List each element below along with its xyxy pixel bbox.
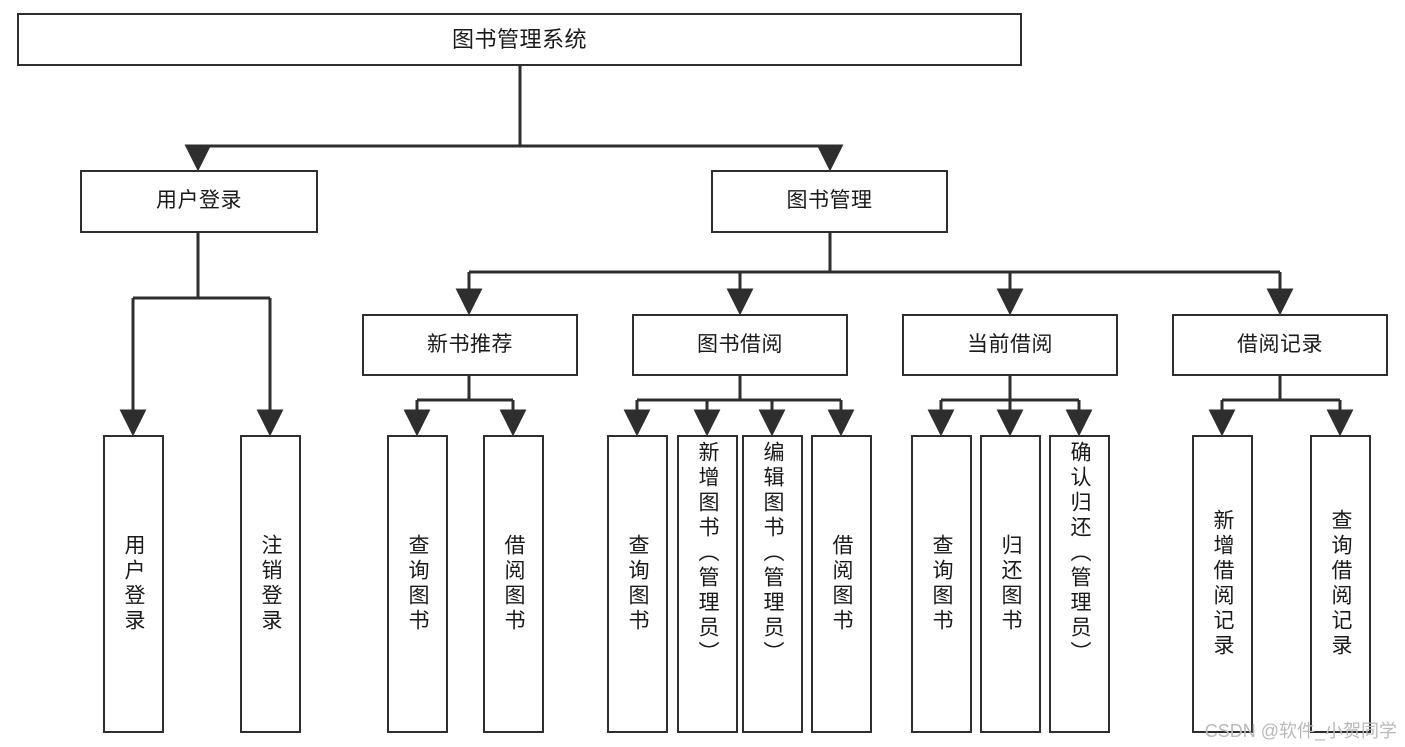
node-user-login-label: 用户登录 xyxy=(156,189,242,213)
leaf-confirm-return-admin[interactable]: 确认归还（管理员） xyxy=(1049,435,1110,733)
node-current-borrow-label: 当前借阅 xyxy=(967,332,1053,356)
node-root-label: 图书管理系统 xyxy=(451,26,587,52)
leaf-query-book-1-label: 查询图书 xyxy=(406,534,429,634)
leaf-add-book-admin[interactable]: 新增图书（管理员） xyxy=(677,435,738,733)
leaf-query-book-2-label: 查询图书 xyxy=(626,534,649,634)
node-current-borrow[interactable]: 当前借阅 xyxy=(902,314,1118,376)
leaf-borrow-book-1[interactable]: 借阅图书 xyxy=(483,435,544,733)
leaf-query-book-3[interactable]: 查询图书 xyxy=(911,435,972,733)
csdn-watermark: CSDN @软件_小贺同学 xyxy=(1204,721,1397,741)
leaf-query-book-2[interactable]: 查询图书 xyxy=(607,435,668,733)
leaf-edit-book-admin[interactable]: 编辑图书（管理员） xyxy=(742,435,803,733)
leaf-user-login-label: 用户登录 xyxy=(122,534,145,634)
leaf-query-book-1[interactable]: 查询图书 xyxy=(387,435,448,733)
leaf-query-borrow-record-label: 查询借阅记录 xyxy=(1329,509,1352,659)
leaf-borrow-book-2[interactable]: 借阅图书 xyxy=(811,435,872,733)
leaf-borrow-book-1-label: 借阅图书 xyxy=(502,534,525,634)
leaf-edit-book-admin-label: 编辑图书（管理员） xyxy=(761,441,784,666)
node-new-book-recommend-label: 新书推荐 xyxy=(427,332,513,356)
node-book-borrow[interactable]: 图书借阅 xyxy=(632,314,848,376)
node-book-borrow-label: 图书借阅 xyxy=(697,332,783,356)
node-borrow-record-label: 借阅记录 xyxy=(1237,332,1323,356)
node-borrow-record[interactable]: 借阅记录 xyxy=(1172,314,1388,376)
node-user-login[interactable]: 用户登录 xyxy=(80,170,318,233)
leaf-query-borrow-record[interactable]: 查询借阅记录 xyxy=(1310,435,1371,733)
node-book-manage-label: 图书管理 xyxy=(786,189,873,213)
leaf-logout-login[interactable]: 注销登录 xyxy=(240,435,301,733)
leaf-add-book-admin-label: 新增图书（管理员） xyxy=(696,441,719,666)
leaf-confirm-return-admin-label: 确认归还（管理员） xyxy=(1068,441,1091,666)
leaf-borrow-book-2-label: 借阅图书 xyxy=(830,534,853,634)
node-new-book-recommend[interactable]: 新书推荐 xyxy=(362,314,578,376)
node-root[interactable]: 图书管理系统 xyxy=(17,13,1022,66)
leaf-query-book-3-label: 查询图书 xyxy=(930,534,953,634)
leaf-return-book-label: 归还图书 xyxy=(999,534,1022,634)
leaf-add-borrow-record[interactable]: 新增借阅记录 xyxy=(1192,435,1253,733)
node-book-manage[interactable]: 图书管理 xyxy=(711,170,948,233)
leaf-user-login[interactable]: 用户登录 xyxy=(103,435,164,733)
leaf-add-borrow-record-label: 新增借阅记录 xyxy=(1211,509,1234,659)
leaf-logout-login-label: 注销登录 xyxy=(259,534,282,634)
leaf-return-book[interactable]: 归还图书 xyxy=(980,435,1041,733)
